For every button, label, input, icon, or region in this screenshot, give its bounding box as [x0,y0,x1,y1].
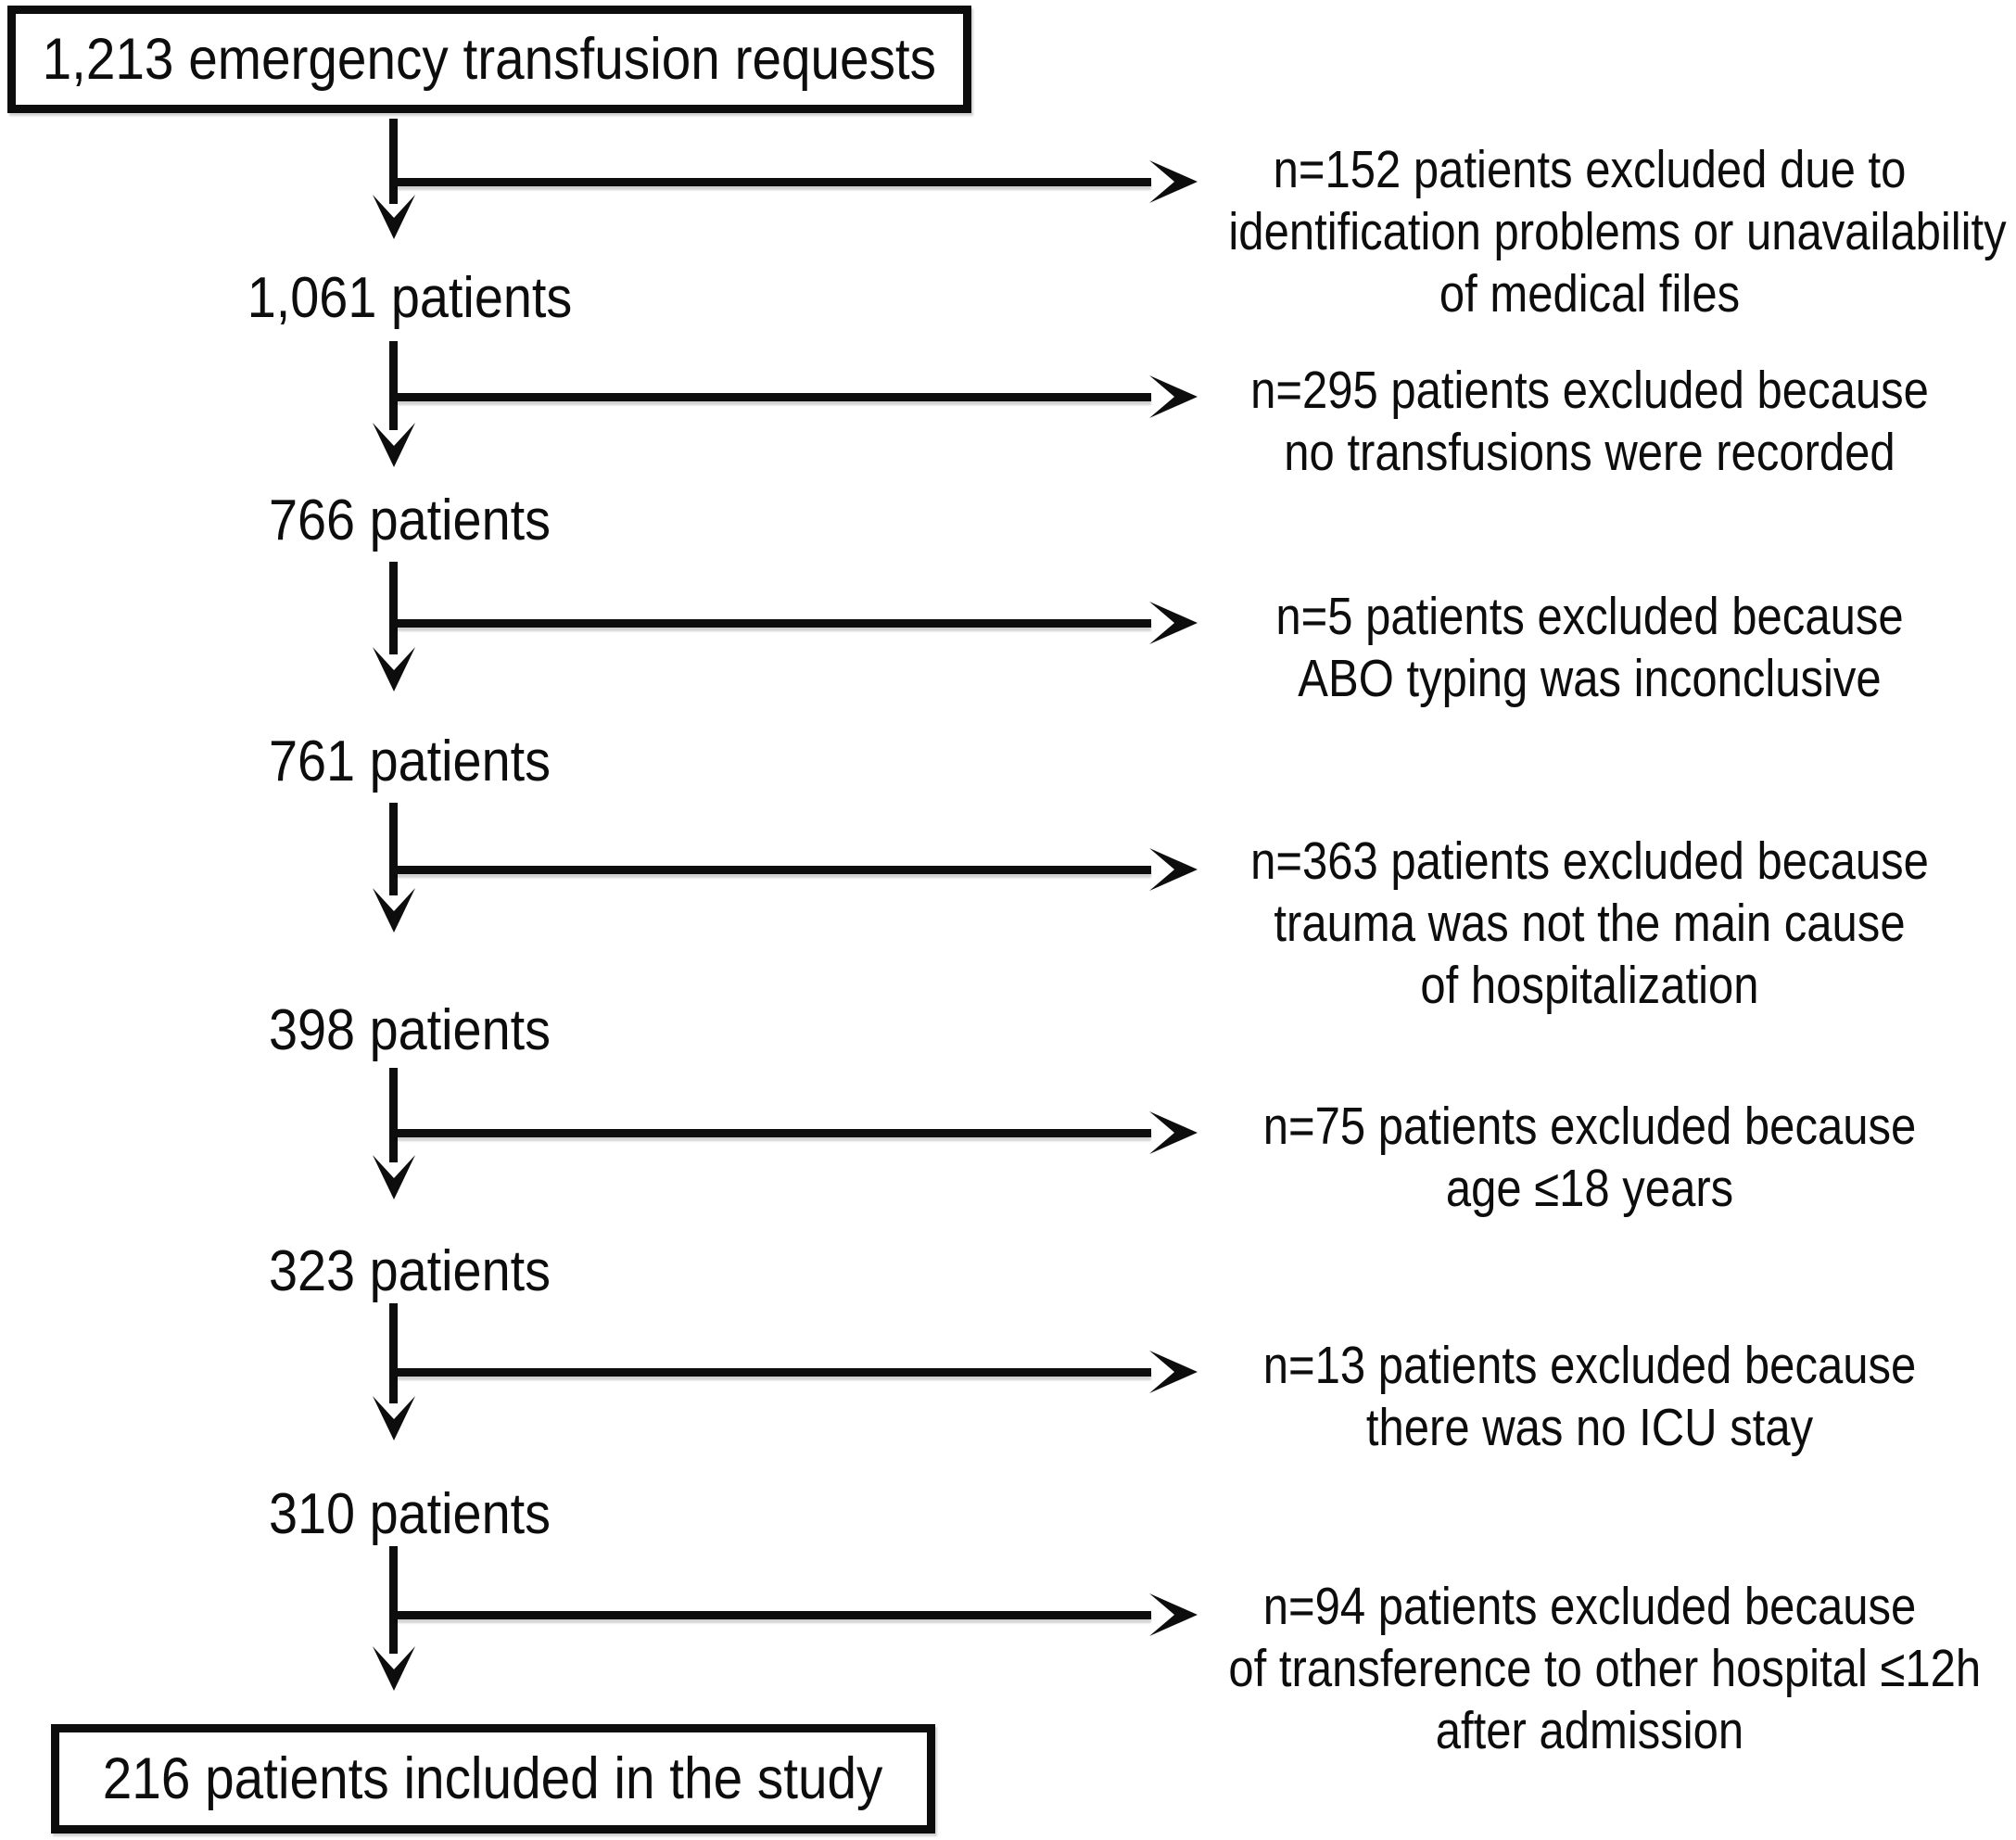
start-box-label: 1,213 emergency transfusion requests [42,27,937,92]
exclusion-line: of medical files [1439,264,1741,324]
exclusion-line: no transfusions were recorded [1284,423,1896,482]
exclusion-line: n=5 patients excluded because [1275,587,1904,646]
exclusion-note: n=5 patients excluded because ABO typing… [1170,586,2010,710]
down-arrow-line [389,803,398,895]
exclusion-note: n=75 patients excluded because age ≤18 y… [1170,1096,2010,1220]
exclusion-note: n=152 patients excluded due to identific… [1170,139,2010,325]
exclusion-line: n=75 patients excluded because [1262,1097,1917,1156]
exclusion-line: n=94 patients excluded because [1262,1577,1917,1636]
exclusion-line: n=13 patients excluded because [1262,1336,1917,1395]
down-arrow-line [389,1068,398,1162]
exclusion-line: n=295 patients excluded because [1250,361,1929,420]
exclusion-line: n=152 patients excluded due to [1273,140,1907,199]
branch-line [393,866,1151,874]
down-arrow-line [389,562,398,654]
result-count-label: 398 patients [268,998,552,1062]
result-count-label: 766 patients [268,489,552,552]
branch-line [393,393,1151,401]
result-count-label: 310 patients [268,1482,552,1546]
exclusion-line: trauma was not the main cause [1274,894,1906,953]
down-arrow-line [389,1546,398,1654]
result-count-label: 1,061 patients [247,266,573,330]
exclusion-line: of transference to other hospital ≤12h [1228,1639,1982,1698]
down-arrow-line [389,341,398,430]
branch-line [393,178,1151,186]
exclusion-note: n=295 patients excluded because no trans… [1170,360,2010,484]
branch-line [393,1611,1151,1619]
start-box: 1,213 emergency transfusion requests [7,6,971,113]
down-arrow-line [389,1303,398,1403]
exclusion-line: of hospitalization [1420,956,1759,1015]
exclusion-line: n=363 patients excluded because [1250,831,1929,891]
result-count-label: 761 patients [268,730,552,793]
exclusion-line: there was no ICU stay [1365,1398,1814,1457]
end-box: 216 patients included in the study [51,1724,935,1834]
end-box-label: 216 patients included in the study [103,1746,883,1811]
exclusion-line: ABO typing was inconclusive [1298,649,1882,708]
exclusion-note: n=13 patients excluded because there was… [1170,1335,2010,1459]
result-count-label: 323 patients [268,1239,552,1303]
branch-line [393,1368,1151,1377]
branch-line [393,619,1151,628]
exclusion-line: identification problems or unavailabilit… [1228,202,2007,261]
exclusion-note: n=94 patients excluded because of transf… [1170,1576,2010,1762]
exclusion-line: after admission [1435,1701,1744,1760]
down-arrow-line [389,119,398,204]
exclusion-note: n=363 patients excluded because trauma w… [1170,831,2010,1017]
branch-line [393,1129,1151,1137]
exclusion-line: age ≤18 years [1445,1159,1734,1218]
